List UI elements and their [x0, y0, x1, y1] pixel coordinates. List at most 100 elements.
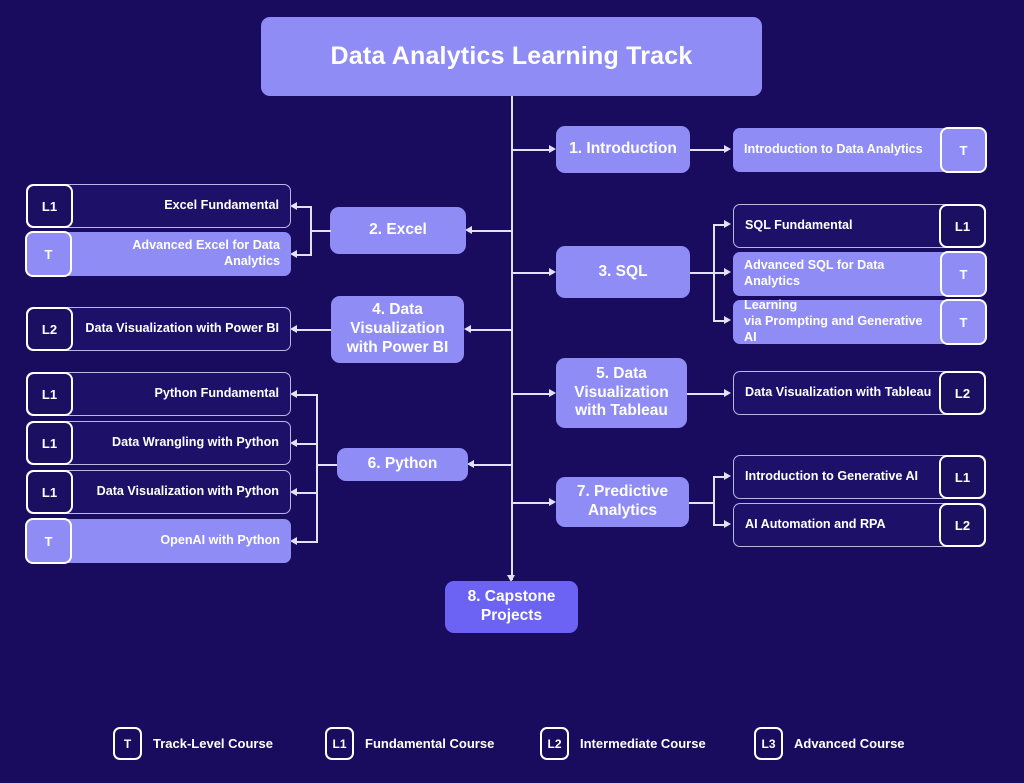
legend-label: Fundamental Course: [365, 736, 495, 751]
course-title: Learning via Prompting and Generative AI: [744, 298, 923, 344]
legend-item-track-level: T Track-Level Course: [113, 727, 273, 760]
course-card[interactable]: Data Visualization with Tableau L2: [733, 371, 986, 415]
link-excel-course-1: [293, 206, 312, 208]
course-card[interactable]: L1 Python Fundamental: [26, 372, 291, 416]
trunk-branch-excel: [468, 230, 513, 232]
course-card[interactable]: T Advanced Excel for Data Analytics: [25, 231, 291, 277]
topic-sql[interactable]: 3. SQL: [556, 246, 690, 298]
link-excel-trunk: [310, 230, 331, 232]
topic-capstone[interactable]: 8. Capstone Projects: [445, 581, 578, 633]
arrow-to-powerbi: [464, 325, 471, 333]
course-card[interactable]: L2 Data Visualization with Power BI: [26, 307, 291, 351]
link-python-course-2: [293, 443, 318, 445]
link-sql-course-3: [713, 320, 728, 322]
legend-item-fundamental: L1 Fundamental Course: [325, 727, 494, 760]
trunk-branch-python: [470, 464, 513, 466]
arrow-python-course-4: [290, 537, 297, 545]
link-predictive-spine: [713, 476, 715, 526]
legend-item-advanced: L3 Advanced Course: [754, 727, 905, 760]
link-python-course-3: [293, 492, 318, 494]
topic-introduction[interactable]: 1. Introduction: [556, 126, 690, 173]
course-card[interactable]: Learning via Prompting and Generative AI…: [733, 298, 987, 345]
arrow-excel-course-2: [290, 250, 297, 258]
topic-predictive[interactable]: 7. Predictive Analytics: [556, 477, 689, 527]
legend-badge: L2: [540, 727, 569, 760]
arrow-to-predictive: [549, 498, 556, 506]
trunk-line: [511, 96, 513, 580]
arrow-to-introduction: [549, 145, 556, 153]
course-level-badge: T: [25, 518, 72, 564]
link-tableau-course: [687, 393, 728, 395]
arrow-sql-course-2: [724, 268, 731, 276]
diagram-title: Data Analytics Learning Track: [261, 17, 762, 96]
topic-powerbi[interactable]: 4. Data Visualization with Power BI: [331, 296, 464, 363]
link-sql-trunk: [690, 272, 714, 274]
course-level-badge: L1: [26, 184, 73, 228]
course-title: Data Visualization with Python: [96, 484, 279, 499]
link-introduction-course: [690, 149, 728, 151]
link-python-trunk: [316, 464, 337, 466]
link-python-spine: [316, 394, 318, 542]
course-title: Advanced Excel for Data Analytics: [132, 238, 280, 268]
topic-python[interactable]: 6. Python: [337, 448, 468, 481]
course-title: Data Visualization with Power BI: [85, 321, 279, 336]
trunk-branch-tableau: [513, 393, 553, 395]
link-predictive-course-2: [713, 524, 728, 526]
course-card[interactable]: Advanced SQL for Data Analytics T: [733, 251, 987, 297]
course-title: Excel Fundamental: [164, 198, 279, 213]
course-title: Advanced SQL for Data Analytics: [744, 258, 885, 288]
diagram-title-text: Data Analytics Learning Track: [330, 42, 693, 70]
topic-excel[interactable]: 2. Excel: [330, 207, 466, 254]
arrow-python-course-3: [290, 488, 297, 496]
topic-tableau-label: 5. Data Visualization with Tableau: [574, 364, 669, 420]
course-card[interactable]: AI Automation and RPA L2: [733, 503, 986, 547]
course-level-badge: L2: [939, 503, 986, 547]
course-title: SQL Fundamental: [745, 218, 853, 233]
link-powerbi-course: [293, 329, 331, 331]
course-level-badge: T: [940, 299, 987, 345]
course-title: Data Wrangling with Python: [112, 435, 279, 450]
course-card[interactable]: L1 Data Visualization with Python: [26, 470, 291, 514]
trunk-branch-introduction: [513, 149, 553, 151]
arrow-excel-course-1: [290, 202, 297, 210]
arrow-to-sql: [549, 268, 556, 276]
trunk-arrow-capstone: [507, 575, 515, 582]
legend-badge: L1: [325, 727, 354, 760]
course-card[interactable]: T OpenAI with Python: [25, 518, 291, 564]
arrow-sql-course-3: [724, 316, 731, 324]
course-level-badge: L1: [939, 204, 986, 248]
link-python-course-1: [293, 394, 318, 396]
trunk-branch-predictive: [513, 502, 553, 504]
course-card[interactable]: L1 Data Wrangling with Python: [26, 421, 291, 465]
legend-item-intermediate: L2 Intermediate Course: [540, 727, 706, 760]
legend-badge: T: [113, 727, 142, 760]
arrow-sql-course-1: [724, 220, 731, 228]
trunk-branch-sql: [513, 272, 553, 274]
course-card[interactable]: Introduction to Data Analytics T: [733, 127, 987, 173]
legend-badge: L3: [754, 727, 783, 760]
arrow-to-tableau: [549, 389, 556, 397]
link-sql-course-2: [713, 272, 728, 274]
course-title: Introduction to Generative AI: [745, 469, 919, 484]
legend-label: Track-Level Course: [153, 736, 273, 751]
course-level-badge: T: [940, 127, 987, 173]
course-card[interactable]: SQL Fundamental L1: [733, 204, 986, 248]
arrow-python-course-1: [290, 390, 297, 398]
course-title: OpenAI with Python: [160, 533, 280, 548]
arrow-tableau-course: [724, 389, 731, 397]
arrow-python-course-2: [290, 439, 297, 447]
link-excel-spine: [310, 206, 312, 254]
course-card[interactable]: Introduction to Generative AI L1: [733, 455, 986, 499]
course-title: Data Visualization with Tableau: [745, 385, 932, 400]
topic-excel-label: 2. Excel: [369, 221, 427, 239]
legend-label: Advanced Course: [794, 736, 905, 751]
course-title: Python Fundamental: [154, 386, 279, 401]
course-level-badge: L1: [939, 455, 986, 499]
topic-tableau[interactable]: 5. Data Visualization with Tableau: [556, 358, 687, 428]
course-card[interactable]: L1 Excel Fundamental: [26, 184, 291, 228]
trunk-branch-powerbi: [467, 329, 513, 331]
link-python-course-4: [293, 541, 318, 543]
course-level-badge: T: [25, 231, 72, 277]
link-excel-course-2: [293, 254, 312, 256]
